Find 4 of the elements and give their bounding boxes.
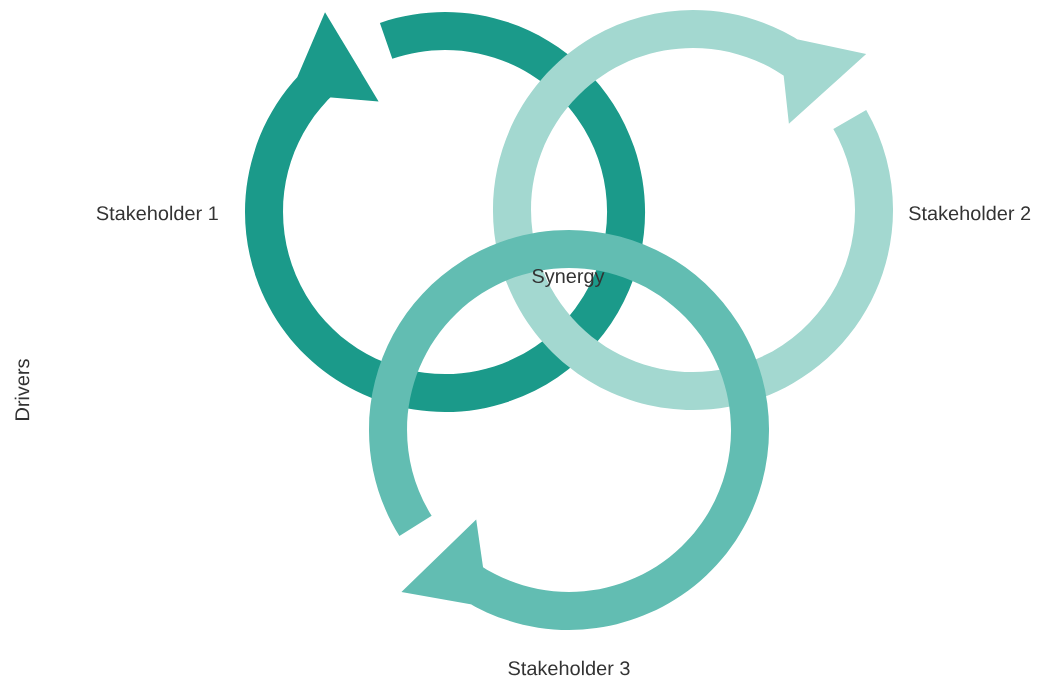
axis-label: Drivers <box>14 359 30 420</box>
stakeholder-label: Stakeholder 3 <box>508 660 630 676</box>
stakeholder-label: Stakeholder 1 <box>96 205 218 221</box>
stakeholder-label: Stakeholder 2 <box>909 205 1031 221</box>
